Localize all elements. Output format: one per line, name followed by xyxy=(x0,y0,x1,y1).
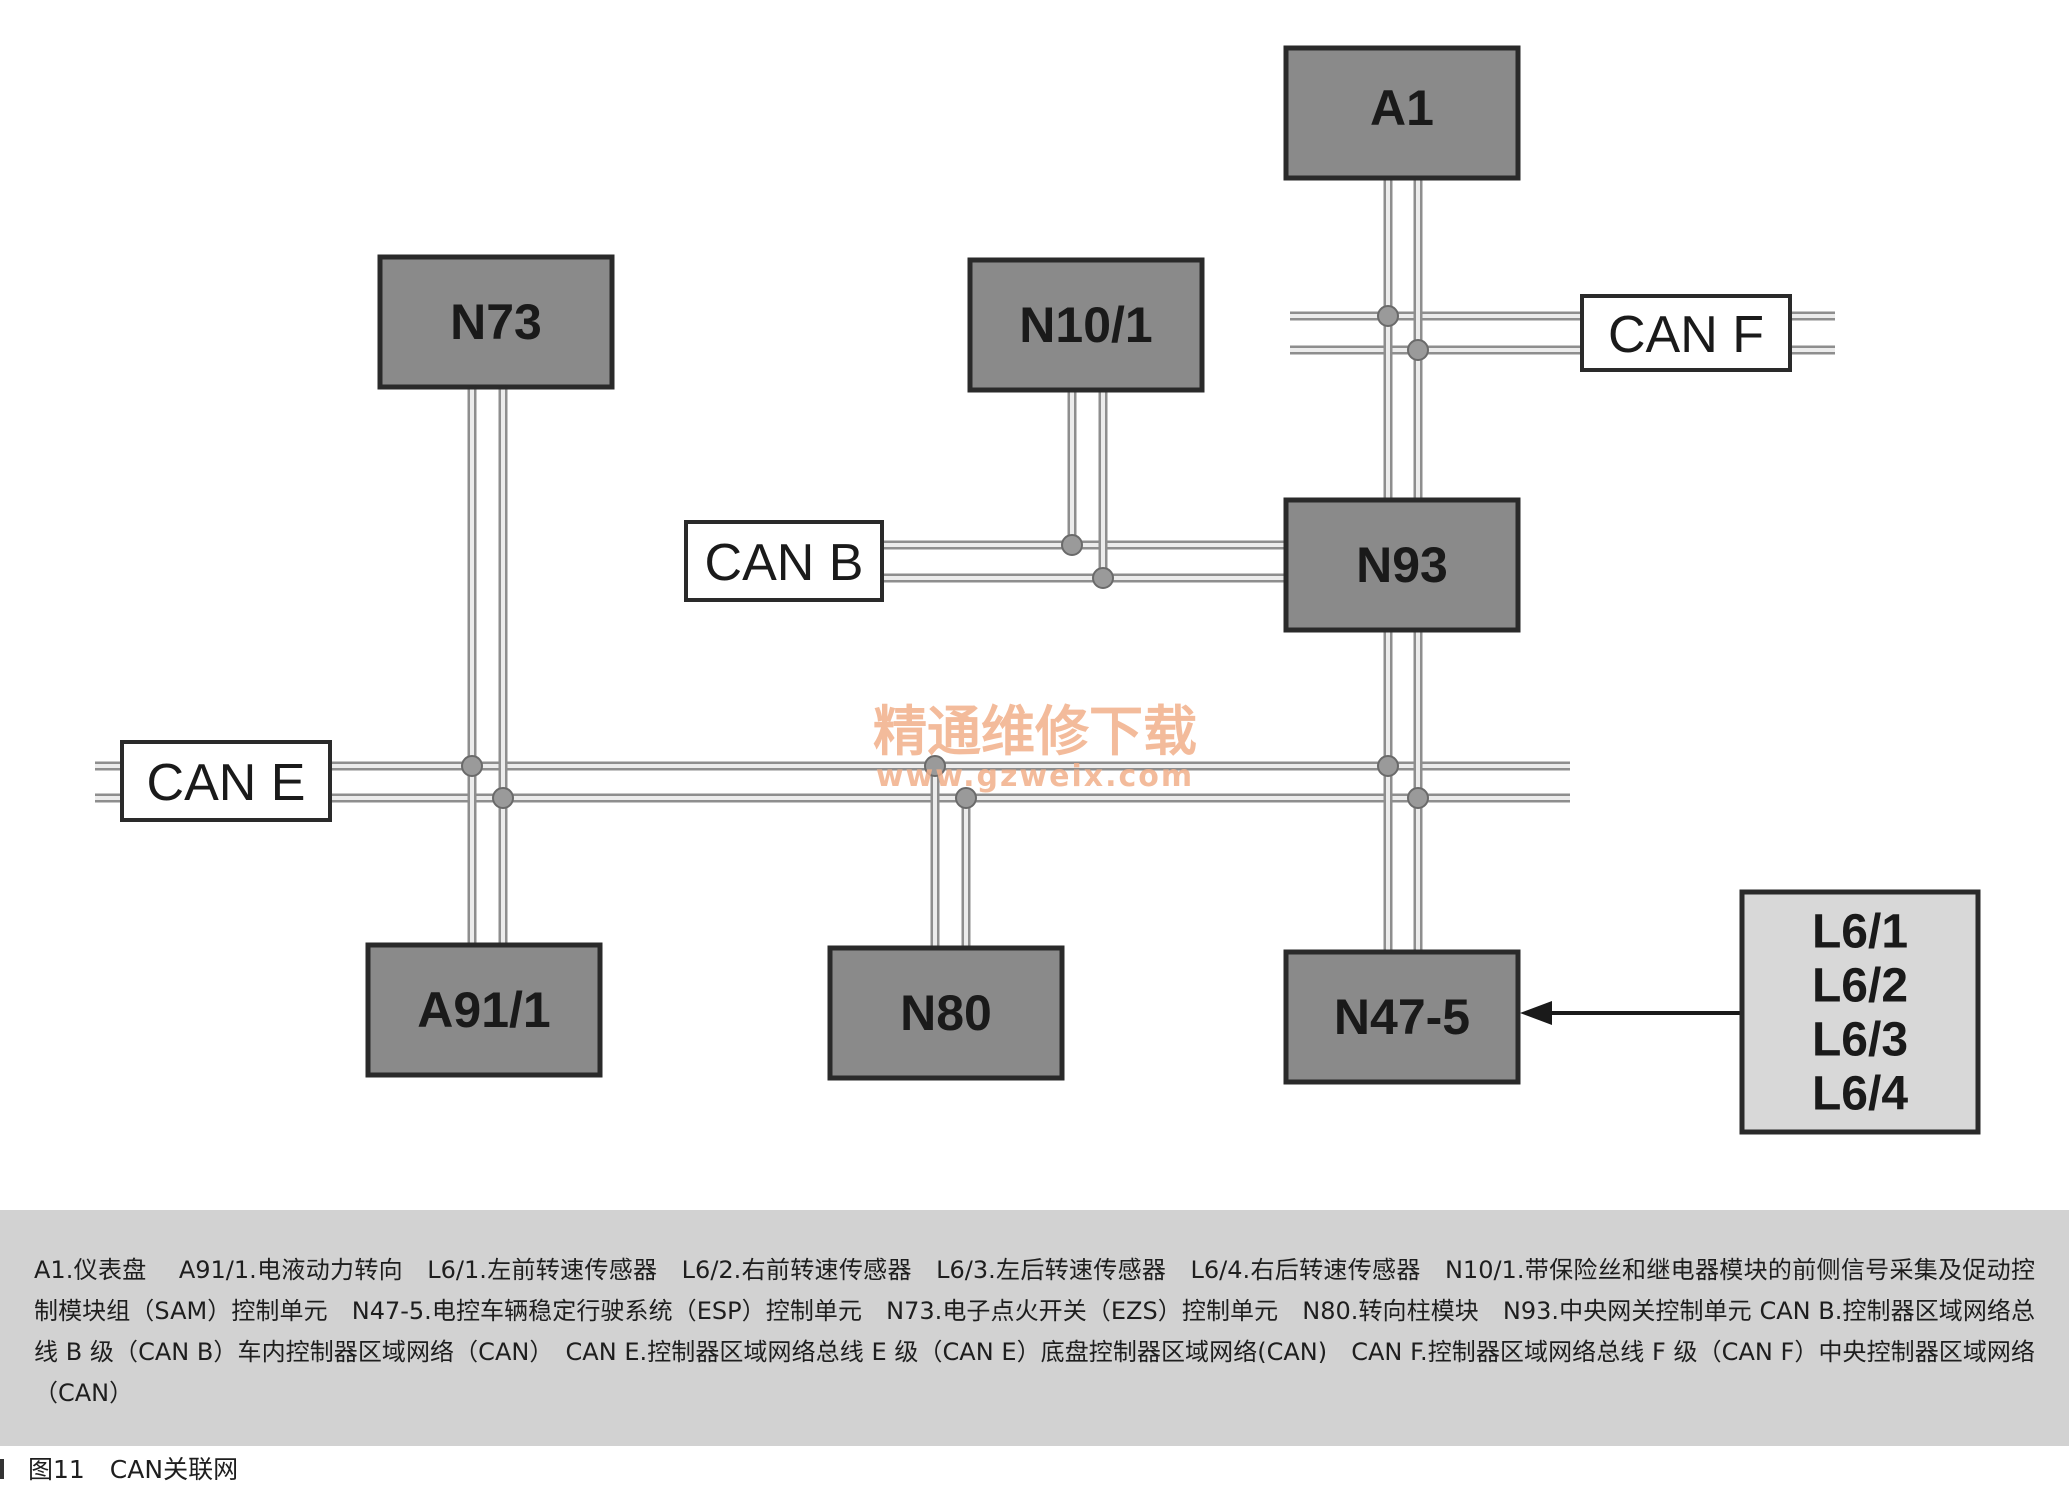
legend-text: A1.仪表盘 A91/1.电液动力转向 L6/1.左前转速传感器 L6/2.右前… xyxy=(34,1256,2035,1407)
ecu-a1-label: A1 xyxy=(1370,80,1434,136)
wheel-speed-sensors: L6/1 L6/2 L6/3 L6/4 xyxy=(1739,889,1981,1135)
bus-can-e: CAN E xyxy=(120,740,332,822)
junction-dot xyxy=(1061,534,1083,556)
n80-wires xyxy=(930,766,971,950)
sensor-l6-4-label: L6/4 xyxy=(1812,1068,1908,1121)
bus-can-b: CAN B xyxy=(684,520,884,602)
n10-1-wires xyxy=(1067,390,1108,578)
n73-a91-wires xyxy=(467,385,508,945)
junction-dot xyxy=(492,787,514,809)
bus-can-f-label: CAN F xyxy=(1608,306,1764,364)
can-e-wires xyxy=(95,761,1570,803)
sensor-l6-1-label: L6/1 xyxy=(1812,906,1908,959)
ecu-n93: N93 xyxy=(1283,497,1521,633)
ecu-n10-1-label: N10/1 xyxy=(1019,297,1152,353)
bus-can-b-label: CAN B xyxy=(705,534,864,592)
watermark-text: 精通维修下载 xyxy=(873,700,1197,763)
watermark-url: www.gzweix.com xyxy=(876,759,1194,794)
sensor-arrow xyxy=(1520,1001,1742,1025)
ecu-n73: N73 xyxy=(377,254,615,390)
junction-dot xyxy=(924,755,946,777)
caption-text: 图11 CAN关联网 xyxy=(28,1455,239,1484)
caption-marker xyxy=(0,1459,4,1479)
can-b-wires xyxy=(880,540,1290,583)
junction-dots xyxy=(461,305,1429,809)
bus-can-e-label: CAN E xyxy=(147,754,306,812)
ecu-n47-5: N47-5 xyxy=(1283,949,1521,1085)
bus-can-f: CAN F xyxy=(1580,294,1792,372)
junction-dot xyxy=(1377,755,1399,777)
ecu-a91-1-label: A91/1 xyxy=(417,982,550,1038)
sensor-l6-2-label: L6/2 xyxy=(1812,960,1908,1013)
junction-dot xyxy=(461,755,483,777)
junction-dot xyxy=(1407,787,1429,809)
ecu-n73-label: N73 xyxy=(450,294,542,350)
legend-panel: A1.仪表盘 A91/1.电液动力转向 L6/1.左前转速传感器 L6/2.右前… xyxy=(0,1210,2069,1446)
junction-dot xyxy=(1092,567,1114,589)
ecu-a1: A1 xyxy=(1283,45,1521,181)
ecu-n80: N80 xyxy=(827,945,1065,1081)
watermark: 精通维修下载 www.gzweix.com xyxy=(873,700,1197,794)
junction-dot xyxy=(1377,305,1399,327)
ecu-n93-label: N93 xyxy=(1356,537,1448,593)
ecu-n10-1: N10/1 xyxy=(967,257,1205,393)
ecu-n80-label: N80 xyxy=(900,985,992,1041)
ecu-a91-1: A91/1 xyxy=(365,942,603,1078)
figure-caption: 图11 CAN关联网 xyxy=(0,1446,2069,1493)
ecu-n47-5-label: N47-5 xyxy=(1334,989,1470,1045)
sensor-l6-3-label: L6/3 xyxy=(1812,1014,1908,1067)
junction-dot xyxy=(1407,339,1429,361)
junction-dot xyxy=(955,787,977,809)
